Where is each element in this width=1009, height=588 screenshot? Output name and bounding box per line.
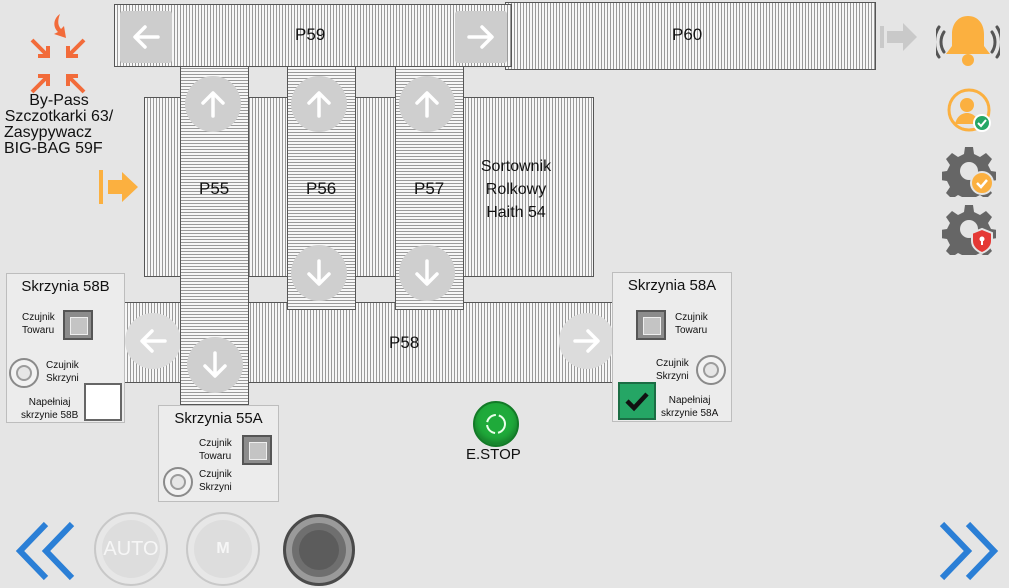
- box-58b-box-sensor-label-2: Skrzyni: [46, 373, 79, 384]
- p56-up-arrow-button[interactable]: [291, 76, 347, 132]
- start-stop-button[interactable]: [283, 514, 355, 586]
- bypass-label: By-Pass Szczotkarki 63/ Zasypywacz BIG-B…: [0, 93, 118, 157]
- bypass-input-arrow-icon: [99, 170, 138, 204]
- bypass-icon[interactable]: [26, 10, 90, 96]
- arrow-up-icon: [307, 91, 331, 118]
- conveyor-p60-label: P60: [672, 25, 703, 44]
- box-58a-fill-label-1: Napełniaj: [668, 395, 711, 406]
- box-58b-fill-label-2: skrzynie 58B: [21, 410, 79, 421]
- box-58b-fill-checkbox[interactable]: [84, 383, 122, 421]
- box-58b-fill-label-1: Napełniaj: [28, 397, 71, 408]
- checkmark-icon: [625, 392, 649, 412]
- estop-label: E.STOP: [466, 446, 521, 463]
- box-58a-goods-sensor-label-1: Czujnik: [675, 312, 708, 323]
- arrow-right-icon: [573, 329, 600, 353]
- p55-down-arrow-button[interactable]: [187, 337, 243, 393]
- bypass-label-line3: Zasypywacz: [4, 124, 93, 141]
- gear-lock-icon[interactable]: [942, 203, 996, 255]
- box-58a-box-sensor-label-2: Skrzyni: [656, 371, 689, 382]
- manual-mode-label: M: [216, 540, 230, 557]
- box-58a-box-sensor: [696, 355, 726, 385]
- conveyor-p57-label: P57: [414, 179, 445, 198]
- estop-button[interactable]: [473, 401, 519, 447]
- p57-up-arrow-button[interactable]: [399, 76, 455, 132]
- box-58b-goods-sensor: [63, 310, 93, 340]
- conveyor-p58-label: P58: [389, 333, 420, 352]
- box-58b-box-sensor-label: Czujnik Skrzyni: [46, 359, 79, 385]
- p59-right-arrow-button[interactable]: [455, 11, 507, 63]
- sorter-label-line2: Rolkowy: [485, 181, 547, 198]
- manual-mode-button[interactable]: M: [186, 512, 260, 586]
- sorter-label-line3: Haith 54: [486, 204, 546, 221]
- p56-down-arrow-button[interactable]: [291, 245, 347, 301]
- conveyor-p59-label: P59: [295, 25, 326, 44]
- conveyor-p59[interactable]: [114, 4, 512, 67]
- estop-ring-icon: [486, 414, 506, 434]
- auto-mode-label: AUTO: [103, 537, 159, 560]
- arrow-up-icon: [201, 91, 225, 118]
- box-55a-goods-sensor: [242, 435, 272, 465]
- sorter-label: Sortownik Rolkowy Haith 54: [466, 155, 566, 224]
- arrow-right-icon: [467, 25, 494, 49]
- gear-check-icon[interactable]: [942, 145, 996, 197]
- box-58a-fill-checkbox[interactable]: [618, 382, 656, 420]
- p60-output-arrow-icon: [880, 23, 917, 51]
- box-58b-title: Skrzynia 58B: [21, 278, 110, 295]
- box-55a-goods-sensor-label: Czujnik Towaru: [199, 437, 232, 463]
- box-58a-fill-label: Napełniaj skrzynie 58A: [661, 394, 718, 420]
- box-58a-box-sensor-label: Czujnik Skrzyni: [656, 357, 689, 383]
- bypass-label-line2: Szczotkarki 63/: [4, 108, 114, 125]
- box-55a-goods-sensor-label-2: Towaru: [199, 451, 232, 462]
- start-stop-core: [299, 530, 339, 570]
- box-58b-goods-sensor-label-1: Czujnik: [22, 312, 55, 323]
- sorter-label-line1: Sortownik: [480, 158, 552, 175]
- auto-mode-button[interactable]: AUTO: [94, 512, 168, 586]
- p59-left-arrow-button[interactable]: [120, 11, 172, 63]
- p58-left-arrow-button[interactable]: [125, 313, 181, 369]
- box-58b-box-sensor-label-1: Czujnik: [46, 360, 79, 371]
- arrow-up-icon: [415, 91, 439, 118]
- conveyor-p60[interactable]: [505, 2, 876, 70]
- box-58a-fill-label-2: skrzynie 58A: [661, 408, 719, 419]
- box-58a-box-sensor-label-1: Czujnik: [656, 358, 689, 369]
- box-55a-box-sensor-label: Czujnik Skrzyni: [199, 468, 232, 494]
- bell-icon[interactable]: [936, 12, 1000, 70]
- arrow-left-icon: [133, 25, 160, 49]
- box-58a-title: Skrzynia 58A: [627, 277, 717, 294]
- p55-up-arrow-button[interactable]: [185, 76, 241, 132]
- arrow-left-icon: [140, 329, 167, 353]
- arrow-down-icon: [307, 259, 331, 286]
- bypass-label-line1: By-Pass: [29, 92, 89, 109]
- conveyor-p55-label: P55: [199, 179, 230, 198]
- box-58a-goods-sensor: [636, 310, 666, 340]
- box-55a-goods-sensor-label-1: Czujnik: [199, 438, 232, 449]
- box-58a-goods-sensor-label-2: Towaru: [675, 325, 708, 336]
- box-55a-title: Skrzynia 55A: [174, 410, 263, 427]
- nav-forward-icon[interactable]: [936, 518, 1002, 584]
- arrow-down-icon: [203, 351, 227, 378]
- conveyor-p56-label: P56: [306, 179, 337, 198]
- p58-right-arrow-button[interactable]: [559, 313, 615, 369]
- box-58b-goods-sensor-label: Czujnik Towaru: [22, 311, 55, 337]
- box-58b-fill-label: Napełniaj skrzynie 58B: [21, 396, 78, 422]
- nav-back-icon[interactable]: [12, 518, 78, 584]
- box-58b-box-sensor: [9, 358, 39, 388]
- box-58b-goods-sensor-label-2: Towaru: [22, 325, 55, 336]
- box-55a-box-sensor-label-2: Skrzyni: [199, 482, 232, 493]
- box-58a-goods-sensor-label: Czujnik Towaru: [675, 311, 708, 337]
- box-55a-box-sensor-label-1: Czujnik: [199, 469, 232, 480]
- p57-down-arrow-button[interactable]: [399, 245, 455, 301]
- user-check-icon[interactable]: [945, 88, 993, 136]
- box-55a-box-sensor: [163, 467, 193, 497]
- arrow-down-icon: [415, 259, 439, 286]
- bypass-label-line4: BIG-BAG 59F: [4, 140, 103, 157]
